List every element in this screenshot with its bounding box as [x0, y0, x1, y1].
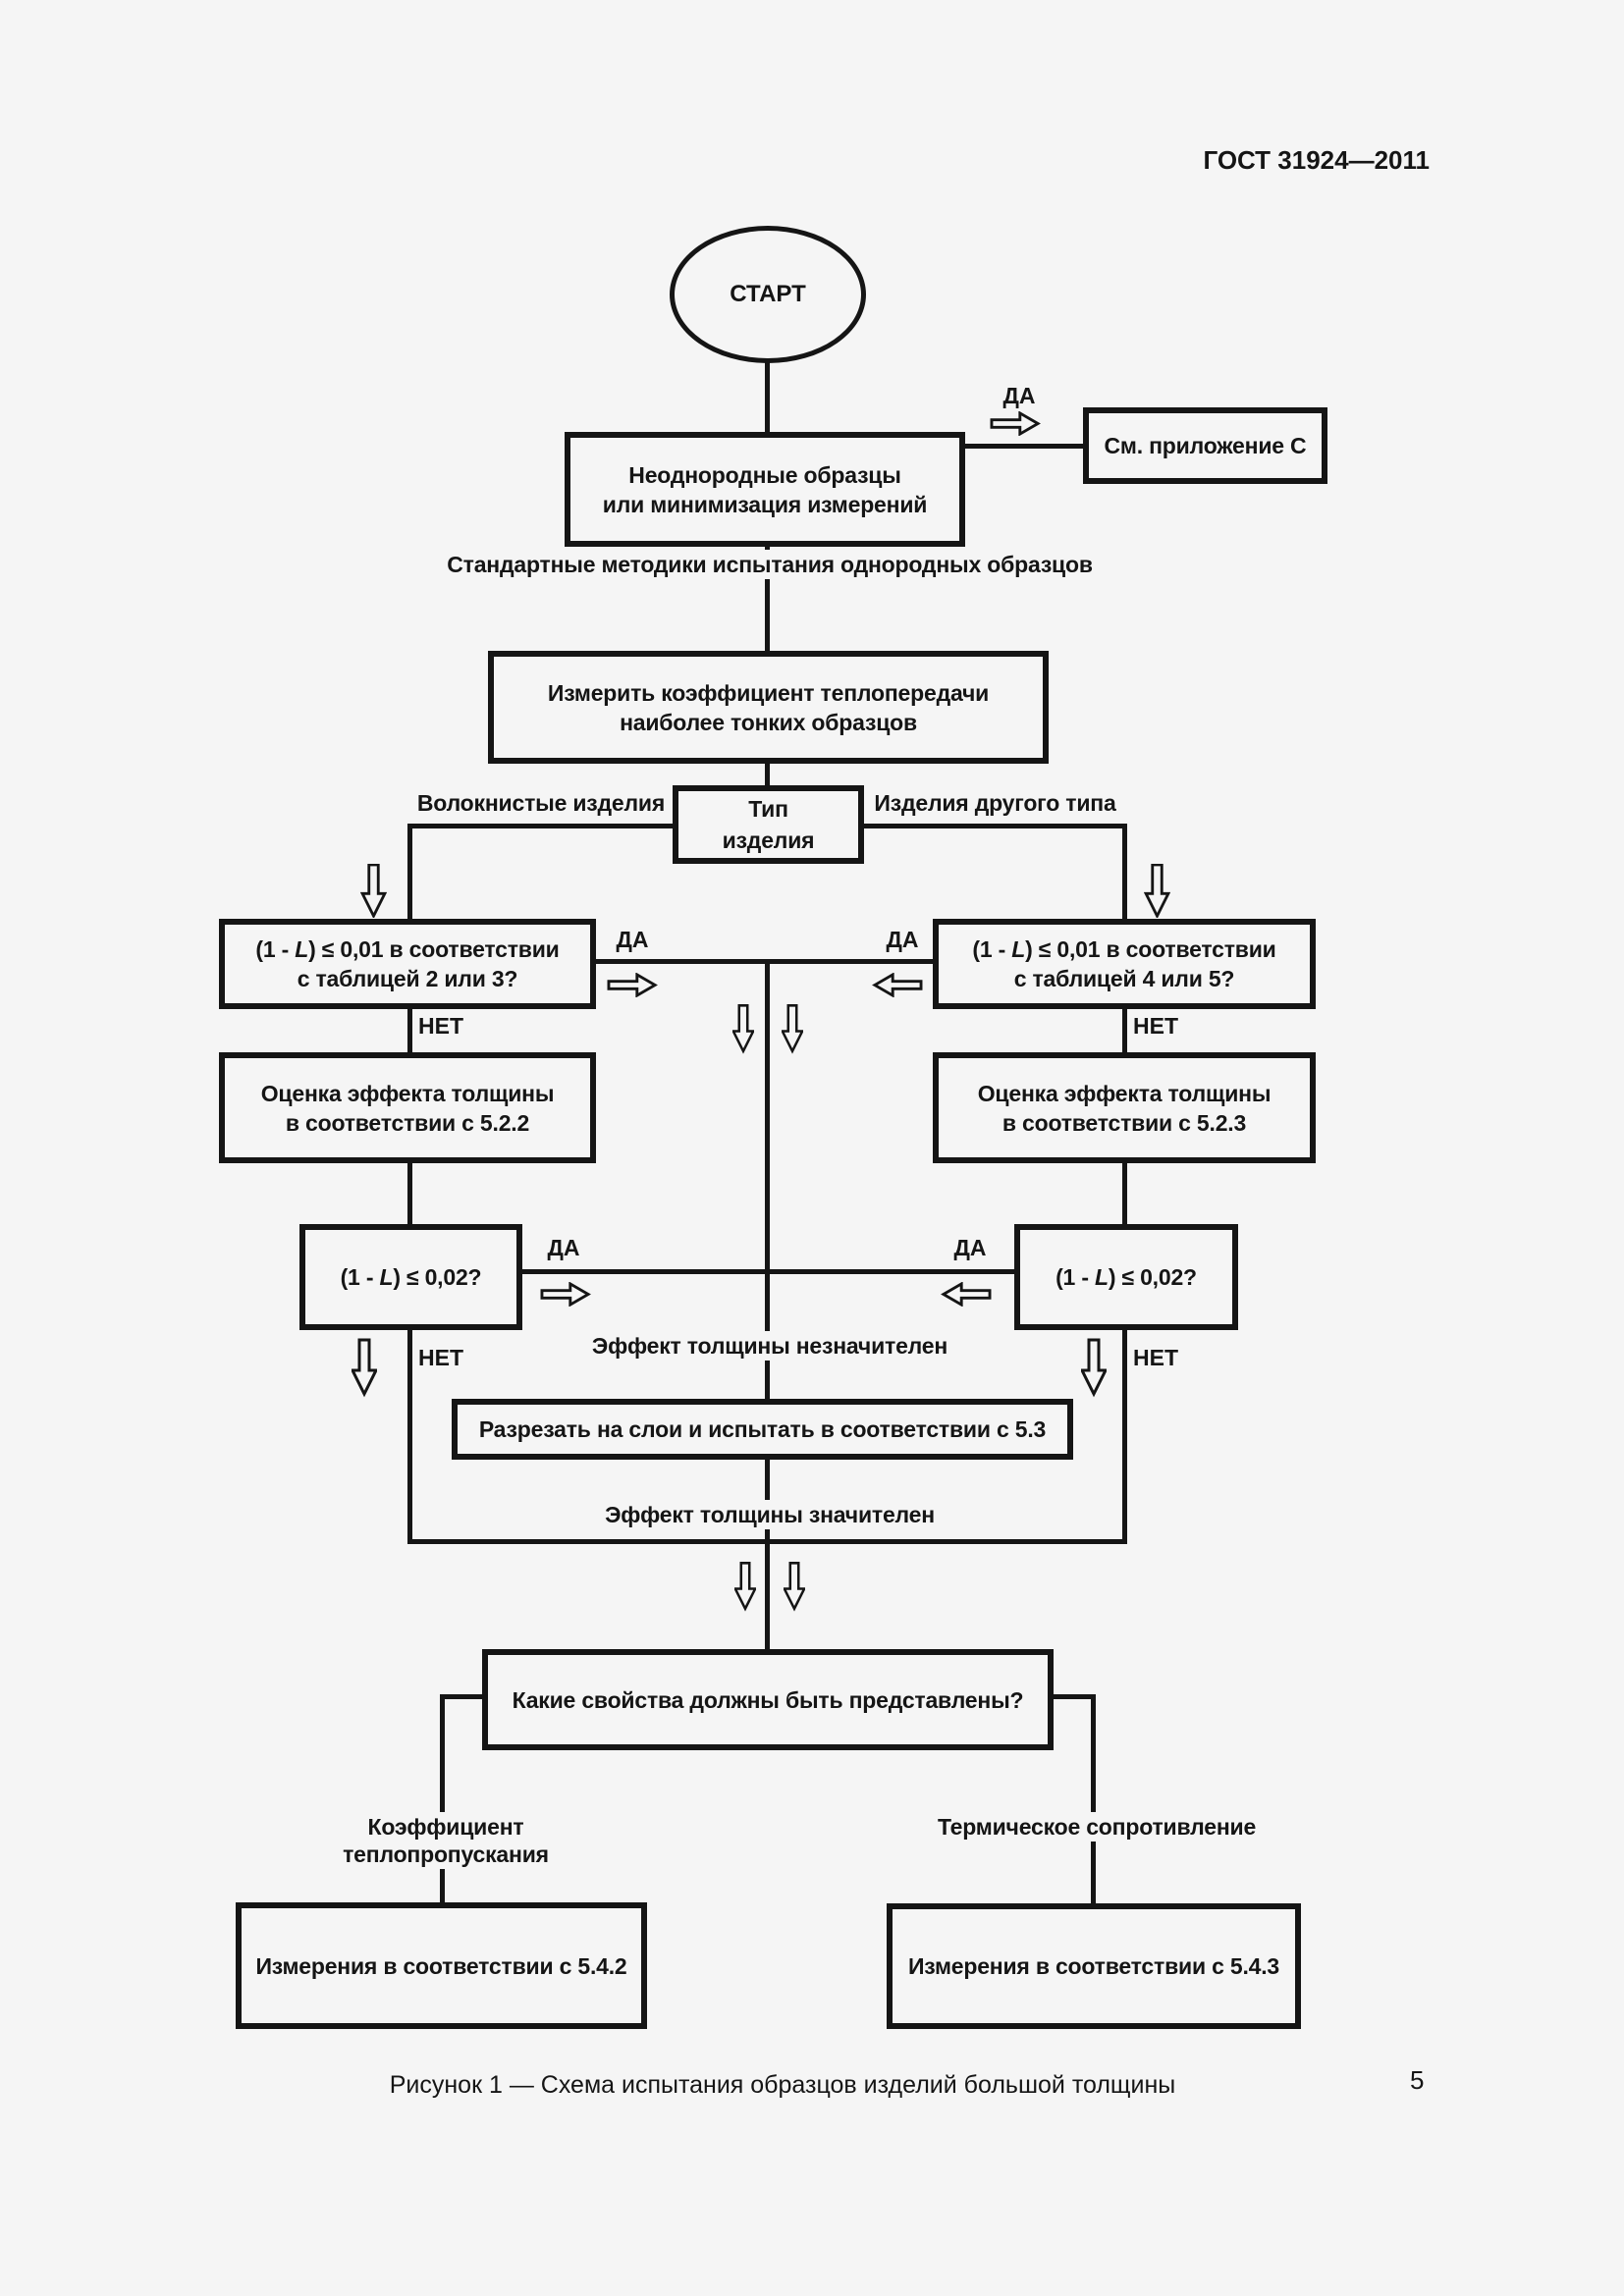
node-text: с таблицей 4 или 5? — [1013, 966, 1235, 991]
node-check-001-tables23: (1 - L) ≤ 0,01 в соответствии с таблицей… — [219, 919, 596, 1009]
thickness-significant-label: Эффект толщины значителен — [481, 1500, 1058, 1529]
node-text: наиболее тонких образцов — [620, 709, 917, 735]
transmittance-label: Коэффициент теплопропускания — [261, 1812, 630, 1869]
node-text: Измерить коэффициент теплопередачи — [547, 679, 990, 706]
formula-var: L — [295, 936, 309, 962]
node-text: (1 - L) ≤ 0,01 в соответствии — [972, 936, 1276, 962]
node-assess-thickness-523: Оценка эффекта толщины в соответствии с … — [933, 1052, 1316, 1163]
node-text: Разрезать на слои и испытать в соответст… — [478, 1416, 1047, 1442]
arrow-down-icon — [782, 1561, 807, 1612]
connector-line — [765, 361, 770, 432]
arrow-down-icon — [1143, 863, 1171, 920]
arrow-right-icon — [540, 1281, 591, 1308]
connector-line — [407, 1163, 412, 1224]
yes-label: ДА — [547, 1235, 580, 1260]
thickness-insignificant-label: Эффект толщины незначителен — [481, 1331, 1058, 1361]
resistance-label: Термическое сопротивление — [933, 1812, 1261, 1842]
yes-label: ДА — [616, 927, 649, 952]
fibrous-products-label: Волокнистые изделия — [416, 790, 666, 816]
connector-line — [407, 1009, 412, 1052]
formula-var: L — [1094, 1264, 1109, 1290]
node-text: в соответствии с 5.2.2 — [285, 1109, 530, 1136]
figure-caption: Рисунок 1 — Схема испытания образцов изд… — [389, 2071, 1176, 2099]
node-product-type: Тип изделия — [673, 785, 864, 864]
no-label: НЕТ — [1133, 1013, 1178, 1039]
node-check-001-tables45: (1 - L) ≤ 0,01 в соответствии с таблицей… — [933, 919, 1316, 1009]
arrow-right-icon — [990, 410, 1041, 437]
arrow-down-icon — [780, 1003, 805, 1054]
node-text: Неоднородные образцы — [628, 461, 901, 488]
yes-label: ДА — [953, 1235, 987, 1260]
node-measurements-542: Измерения в соответствии с 5.4.2 — [236, 1902, 647, 2029]
connector-line — [407, 824, 412, 919]
arrow-left-icon — [941, 1281, 992, 1308]
connector-line — [440, 1694, 445, 1902]
connector-line — [765, 1539, 770, 1649]
connector-line — [440, 1694, 482, 1699]
node-text: изделия — [722, 828, 815, 853]
connector-line — [765, 959, 770, 1399]
node-text: Измерения в соответствии с 5.4.3 — [907, 1953, 1280, 1979]
node-text: (1 - L) ≤ 0,02? — [340, 1264, 482, 1290]
other-products-label: Изделия другого типа — [874, 790, 1116, 816]
node-which-properties: Какие свойства должны быть представлены? — [482, 1649, 1054, 1750]
arrow-down-icon — [732, 1561, 758, 1612]
connector-line — [596, 959, 933, 964]
connector-line — [1091, 1694, 1096, 1903]
page-number: 5 — [1410, 2065, 1425, 2095]
no-label: НЕТ — [418, 1345, 463, 1370]
connector-line — [864, 824, 1126, 828]
page-header: ГОСТ 31924—2011 — [1203, 145, 1430, 175]
node-measurements-543: Измерения в соответствии с 5.4.3 — [887, 1903, 1301, 2029]
node-text: в соответствии с 5.2.3 — [1001, 1109, 1247, 1136]
formula-var: L — [1011, 936, 1026, 962]
start-node: СТАРТ — [670, 226, 866, 363]
node-appendix-c: См. приложение С — [1083, 407, 1327, 484]
node-text: Измерения в соответствии с 5.4.2 — [255, 1952, 627, 1979]
node-text: См. приложение С — [1104, 433, 1307, 458]
arrow-left-icon — [872, 972, 923, 998]
arrow-down-icon — [359, 863, 388, 920]
node-assess-thickness-522: Оценка эффекта толщины в соответствии с … — [219, 1052, 596, 1163]
node-text: (1 - L) ≤ 0,01 в соответствии — [255, 936, 560, 962]
yes-label: ДА — [1002, 383, 1036, 408]
formula-var: L — [379, 1264, 394, 1290]
connector-line — [1054, 1694, 1096, 1699]
no-label: НЕТ — [418, 1013, 463, 1039]
arrow-down-icon — [731, 1003, 756, 1054]
node-text: (1 - L) ≤ 0,02? — [1056, 1264, 1197, 1290]
node-text: Какие свойства должны быть представлены? — [512, 1686, 1024, 1713]
node-text: или минимизация измерений — [602, 491, 928, 517]
connector-line — [407, 1330, 412, 1541]
node-inhomogeneous-samples: Неоднородные образцы или минимизация изм… — [565, 432, 965, 547]
start-label: СТАРТ — [730, 281, 806, 307]
connector-line — [1122, 824, 1127, 919]
connector-line — [522, 1269, 1014, 1274]
yes-label: ДА — [886, 927, 919, 952]
connector-line — [765, 547, 770, 651]
connector-line — [1122, 1163, 1127, 1224]
standard-methods-label: Стандартные методики испытания однородны… — [393, 550, 1147, 579]
node-check-002-right: (1 - L) ≤ 0,02? — [1014, 1224, 1238, 1330]
arrow-down-icon — [1079, 1337, 1109, 1398]
node-measure-coefficient: Измерить коэффициент теплопередачи наибо… — [488, 651, 1049, 764]
connector-line — [409, 824, 673, 828]
node-check-002-left: (1 - L) ≤ 0,02? — [299, 1224, 522, 1330]
no-label: НЕТ — [1133, 1345, 1178, 1370]
node-text: с таблицей 2 или 3? — [297, 966, 518, 991]
arrow-down-icon — [350, 1337, 379, 1398]
node-text: Оценка эффекта толщины — [260, 1080, 555, 1106]
connector-line — [1122, 1009, 1127, 1052]
node-text: Оценка эффекта толщины — [977, 1080, 1272, 1106]
connector-line — [765, 764, 770, 785]
connector-line — [1122, 1330, 1127, 1541]
node-text: Тип — [748, 796, 788, 822]
node-cut-layers: Разрезать на слои и испытать в соответст… — [452, 1399, 1073, 1460]
arrow-right-icon — [607, 972, 658, 998]
connector-line — [965, 444, 1083, 449]
